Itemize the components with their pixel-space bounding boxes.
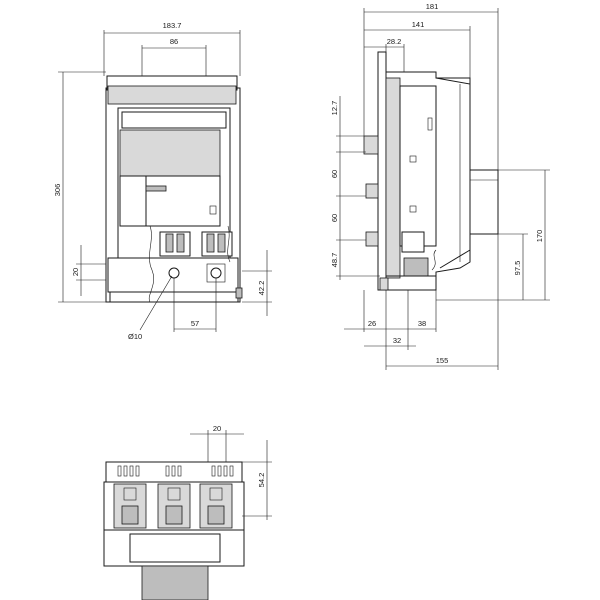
front-bolt-left	[168, 267, 180, 279]
bottom-screw-3	[207, 505, 225, 525]
side-terminal	[401, 231, 425, 253]
side-handle	[469, 169, 499, 235]
front-top-cover	[107, 85, 237, 105]
dim-side-b2: 38	[418, 319, 426, 328]
bottom-vent-slots	[117, 465, 234, 477]
front-label-strip	[121, 111, 227, 129]
side-cover	[435, 77, 471, 269]
dim-front-height: 306	[53, 184, 62, 197]
side-clip-3	[365, 231, 379, 247]
dim-front-hole: Ø10	[128, 332, 142, 341]
dim-front-terminal: 42.2	[257, 281, 266, 296]
bottom-panel	[129, 533, 221, 563]
front-break-line-2	[227, 225, 231, 263]
front-break-line	[148, 225, 154, 303]
bottom-view: 20 54.2	[103, 424, 272, 600]
side-front-face	[385, 77, 401, 279]
front-bolt-right	[210, 267, 222, 279]
dim-bottom-spacing: 20	[213, 424, 221, 433]
dim-bottom-height: 54.2	[257, 473, 266, 488]
front-view: 183.7 86 306 20 42.2 57 Ø10	[53, 21, 272, 341]
side-break-line	[431, 249, 437, 271]
front-small-hole	[209, 205, 217, 215]
front-carrier-upper	[119, 129, 221, 177]
front-terminal-left	[159, 231, 191, 257]
front-handle-slot	[145, 185, 167, 192]
dim-side-v4: 48.7	[330, 253, 339, 268]
dim-front-width: 183.7	[163, 21, 182, 30]
front-base-clip	[235, 287, 243, 299]
dim-front-pitch: 57	[191, 319, 199, 328]
front-connection-area	[107, 257, 239, 293]
side-rear-plate	[377, 51, 387, 291]
side-clip-1	[363, 135, 379, 155]
front-terminal-left-clip-b	[176, 233, 185, 253]
dim-side-depth: 141	[412, 20, 425, 29]
side-base-foot	[379, 277, 389, 291]
dim-side-total-depth: 181	[426, 2, 439, 11]
side-lower-terminal	[403, 257, 429, 277]
bottom-handle	[141, 565, 209, 600]
dim-side-handle-height: 170	[535, 230, 544, 243]
dim-side-handle-low: 97.5	[513, 261, 522, 276]
bottom-screw-2	[165, 505, 183, 525]
dim-side-v1: 12.7	[330, 101, 339, 116]
dim-side-b1: 26	[368, 319, 376, 328]
dim-side-v2: 60	[330, 170, 339, 178]
side-view: 181 141 28.2 12.7 60 60 48.7 170 97.5	[330, 2, 550, 370]
side-clip-2	[365, 183, 379, 199]
dim-side-v3: 60	[330, 214, 339, 222]
bottom-screw-1	[121, 505, 139, 525]
dim-side-b4: 155	[436, 356, 449, 365]
dim-side-b3: 32	[393, 336, 401, 345]
front-carrier-side	[119, 175, 147, 227]
bottom-top-strip	[105, 461, 243, 483]
front-terminal-right-clip-a	[206, 233, 215, 253]
dim-front-base: 20	[71, 268, 80, 276]
dim-front-spacing: 86	[170, 37, 178, 46]
side-body	[399, 85, 437, 247]
front-carrier-lower	[145, 175, 221, 227]
dim-side-top-offset: 28.2	[387, 37, 402, 46]
front-terminal-right-clip-b	[217, 233, 226, 253]
front-terminal-left-clip-a	[165, 233, 174, 253]
